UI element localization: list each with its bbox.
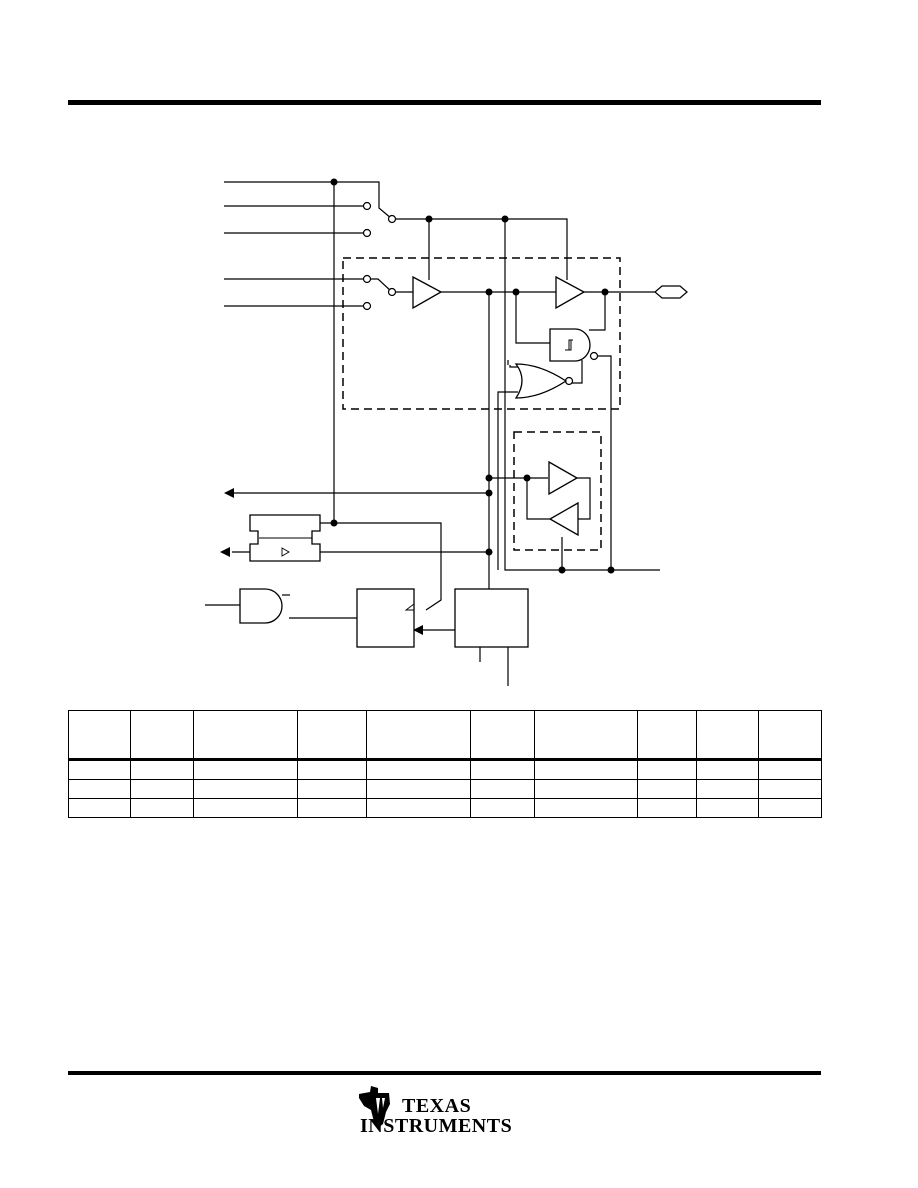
nor-gate — [514, 363, 568, 399]
ti-wordmark-line2: INSTRUMENTS — [360, 1115, 513, 1137]
table-row — [67, 759, 823, 780]
table-row — [67, 779, 823, 799]
table-row — [67, 798, 823, 818]
table-header-row — [67, 710, 823, 761]
schmitt-and-gate — [549, 328, 591, 362]
circuit-schematic — [205, 178, 688, 686]
footer-rule — [68, 1071, 821, 1075]
control-block — [454, 588, 529, 648]
ti-wordmark: TEXAS INSTRUMENTS — [360, 1095, 512, 1136]
pad-terminal — [654, 285, 688, 299]
dashed-region-lower — [513, 431, 602, 551]
output-buffer — [555, 275, 586, 310]
dashed-region-upper — [342, 257, 621, 410]
ti-wordmark-line1: TEXAS — [402, 1095, 472, 1117]
switch-1-output — [396, 218, 568, 280]
control-and-gate — [239, 588, 283, 624]
header-rule — [68, 100, 821, 105]
data-table — [67, 710, 823, 818]
register-block — [356, 588, 415, 648]
ti-logo-icon — [359, 1086, 390, 1128]
bidir-buffer-forward — [548, 460, 579, 496]
input-line-1 — [224, 181, 393, 220]
bidir-buffer-reverse — [548, 501, 579, 537]
input-buffer — [412, 275, 443, 310]
